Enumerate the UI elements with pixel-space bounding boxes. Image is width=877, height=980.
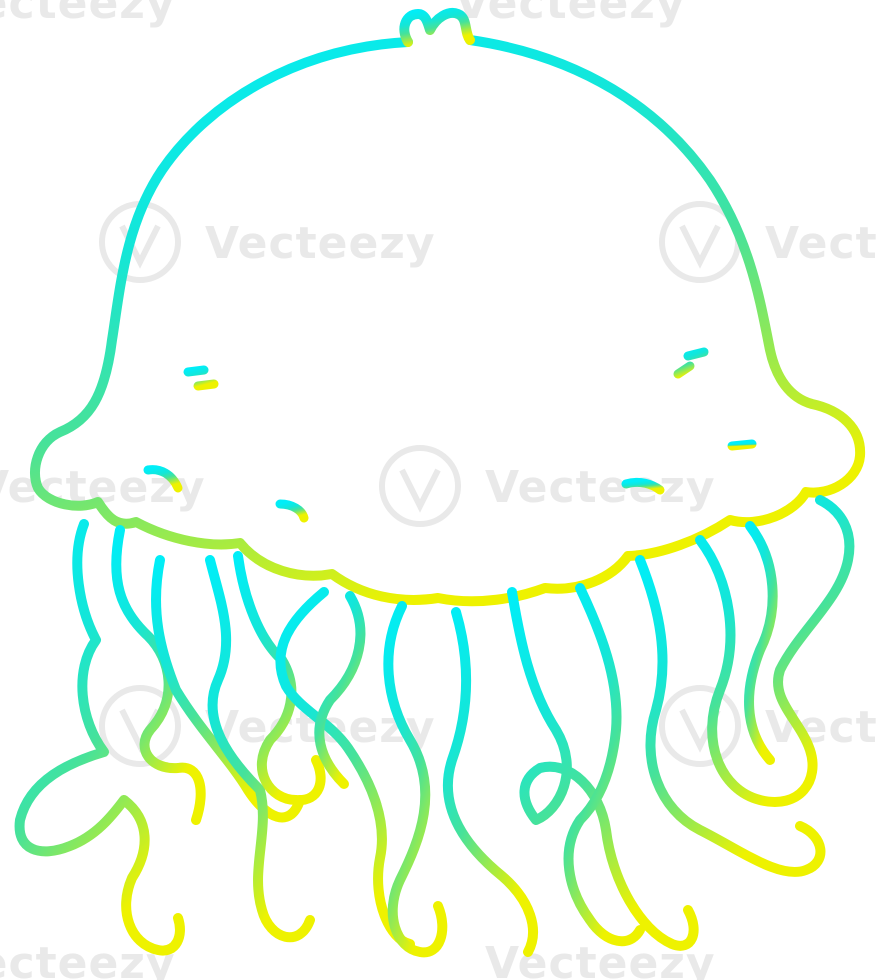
tentacle xyxy=(275,587,415,949)
tentacle xyxy=(314,591,366,789)
jellyfish-tentacles xyxy=(14,495,855,958)
tentacle xyxy=(151,555,305,823)
tentacle xyxy=(507,587,699,951)
tentacle xyxy=(383,601,448,958)
tentacle xyxy=(233,551,326,806)
watermark-text: Vecteezy xyxy=(455,0,686,29)
left-face-curve xyxy=(143,465,183,493)
right-face-curve xyxy=(621,477,665,495)
watermark-logo-icon xyxy=(379,445,461,527)
tentacle xyxy=(14,519,185,956)
tentacle xyxy=(744,521,778,765)
watermark-text: Vecteezy xyxy=(205,218,436,269)
tentacle xyxy=(442,607,538,957)
right-cheek-mark xyxy=(727,439,757,451)
jellyfish-top-knob xyxy=(399,8,475,47)
jellyfish-bell xyxy=(30,35,866,607)
tentacle xyxy=(635,555,826,877)
watermark-text: Vecteezy xyxy=(765,218,877,269)
tentacle xyxy=(695,495,855,807)
right-eye-mark xyxy=(673,347,709,379)
tentacle xyxy=(563,583,645,947)
watermark-text: Vecteezy xyxy=(485,462,716,513)
tentacle xyxy=(111,525,206,825)
jellyfish-drawing xyxy=(14,8,866,958)
center-face-curve xyxy=(275,499,309,523)
tentacle xyxy=(205,555,315,943)
watermark-logo-icon xyxy=(659,685,741,767)
watermark-text: Vecteezy xyxy=(0,0,176,29)
left-eye-mark xyxy=(183,365,219,391)
